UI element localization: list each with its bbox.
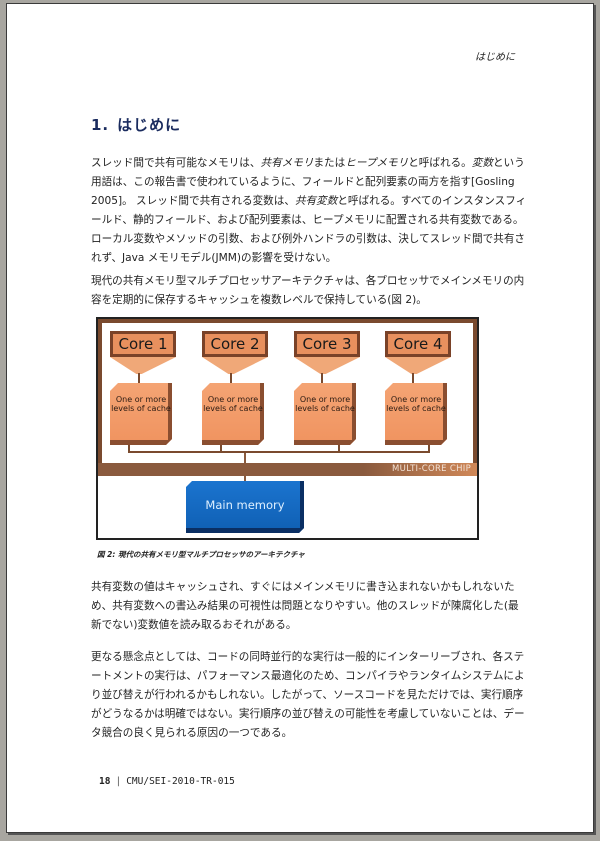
emphasis-variable: 変数	[471, 157, 493, 169]
connector	[412, 373, 414, 383]
figure-multicore-diagram: Core 1 Core 2 Core 3 Core 4 One or more …	[96, 317, 479, 540]
chip-label: MULTI-CORE CHIP	[392, 464, 471, 474]
cache-4-box: One or more levels of cache	[385, 383, 447, 445]
paragraph-reordering: 更なる懸念点としては、コードの同時並行的な実行は一般的にインターリーブされ、各ス…	[91, 651, 525, 739]
page-number: 18	[99, 776, 111, 787]
text-run: と呼ばれる。	[408, 157, 472, 169]
connector	[128, 445, 130, 453]
connector	[338, 445, 340, 453]
text-run: と呼ばれる。すべてのインスタンスフィールド、静的フィールド、および配列要素は、ヒ…	[91, 195, 527, 264]
cache-3-box: One or more levels of cache	[294, 383, 356, 445]
memory-connector	[244, 453, 246, 483]
section-number: 1.	[91, 116, 110, 134]
core-1-box: Core 1	[110, 331, 176, 357]
text-run: という用語は、この報告書で使われているように、フィールドと配列要素の両方を指す[…	[91, 157, 525, 207]
running-header: はじめに	[475, 52, 515, 63]
text-run: スレッド間で共有可能なメモリは、	[91, 157, 261, 169]
emphasis-heap-memory: ヒープメモリ	[345, 157, 409, 169]
text-run: または	[313, 157, 346, 169]
paragraph-shared-memory: スレッド間で共有可能なメモリは、共有メモリまたはヒープメモリと呼ばれる。変数とい…	[91, 154, 527, 268]
connector	[220, 445, 222, 453]
connector	[428, 445, 430, 453]
document-page: はじめに 1. はじめに スレッド間で共有可能なメモリは、共有メモリまたはヒープメ…	[6, 3, 594, 833]
cache-1-box: One or more levels of cache	[110, 383, 172, 445]
chip-bar	[98, 463, 477, 476]
core-3-box: Core 3	[294, 331, 360, 357]
page-footer: 18 | CMU/SEI-2010-TR-015	[99, 776, 235, 787]
figure-caption: 図 2: 現代の共有メモリ型マルチプロセッサのアーキテクチャ	[97, 550, 305, 559]
connector	[321, 373, 323, 383]
emphasis-shared-variable: 共有変数	[294, 195, 338, 207]
core-4-box: Core 4	[385, 331, 451, 357]
section-title-text: はじめに	[117, 116, 182, 134]
core-2-box: Core 2	[202, 331, 268, 357]
cache-2-box: One or more levels of cache	[202, 383, 264, 445]
paragraph-visibility: 共有変数の値はキャッシュされ、すぐにはメインメモリに書き込まれないかもしれないた…	[91, 581, 519, 631]
footer-separator: |	[115, 776, 122, 787]
connector	[138, 373, 140, 383]
connector	[230, 373, 232, 383]
cache-bus	[128, 451, 430, 453]
emphasis-shared-memory: 共有メモリ	[260, 157, 314, 169]
main-memory-box: Main memory	[186, 481, 304, 533]
report-id: CMU/SEI-2010-TR-015	[126, 776, 235, 787]
section-title: 1. はじめに	[91, 114, 181, 135]
paragraph-multiprocessor: 現代の共有メモリ型マルチプロセッサアーキテクチャは、各プロセッサでメインメモリの…	[91, 275, 525, 306]
